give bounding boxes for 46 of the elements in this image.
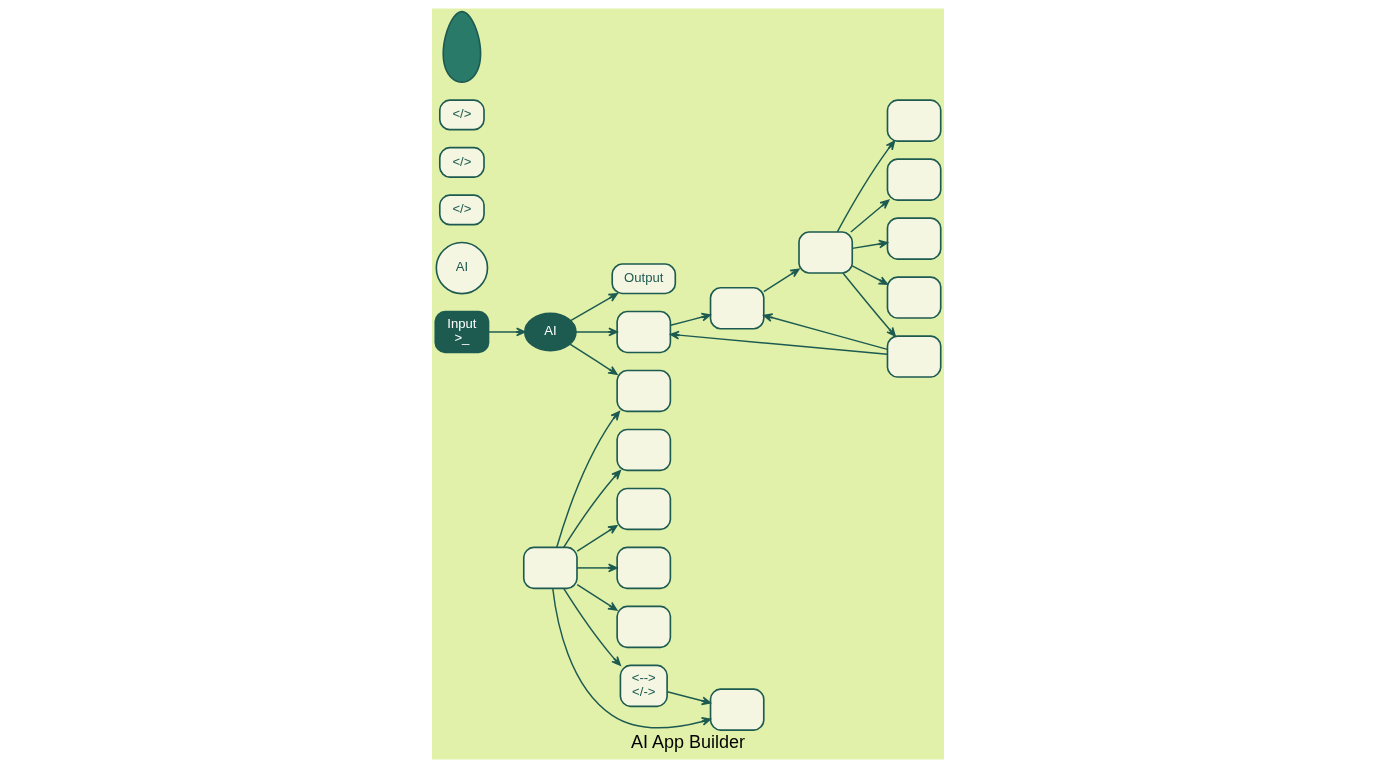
- arrow: [552, 587, 712, 729]
- arrow: [569, 292, 618, 322]
- arrow: [669, 330, 888, 355]
- node-box: [886, 99, 942, 142]
- node-box: [616, 310, 672, 354]
- node-box: [798, 231, 854, 274]
- node-person: [442, 10, 482, 83]
- arrow: [836, 140, 896, 233]
- arrow: [569, 343, 618, 375]
- arrow: [487, 327, 526, 337]
- node-box: [616, 369, 672, 413]
- arrow: [850, 199, 890, 233]
- node-box: [616, 428, 672, 472]
- node-box: [616, 546, 672, 590]
- node-box: [522, 546, 578, 590]
- node-box: <--> </->: [619, 664, 668, 708]
- node-circle: AI: [435, 241, 489, 295]
- arrow: [669, 312, 711, 326]
- caption: AI App Builder: [630, 731, 746, 752]
- node-box: [886, 158, 942, 201]
- node-box: </>: [438, 146, 485, 178]
- arrow: [576, 524, 618, 552]
- node-box: [886, 276, 942, 319]
- arrow: [575, 327, 618, 337]
- node-box: Input >_: [434, 310, 490, 354]
- node-box: Output: [611, 263, 677, 295]
- arrow: [763, 313, 889, 351]
- node-box: </>: [438, 194, 485, 226]
- arrow: [851, 239, 889, 250]
- arrow: [842, 272, 896, 337]
- node-box: </>: [438, 99, 485, 131]
- arrow: [576, 583, 618, 611]
- node-box: [709, 286, 765, 330]
- arrow: [666, 691, 712, 706]
- node-box: [616, 605, 672, 649]
- node-box: [616, 487, 672, 531]
- node-box: [886, 335, 942, 378]
- node-ellipse: AI: [523, 312, 577, 352]
- node-box: [886, 217, 942, 260]
- node-box: [709, 688, 765, 731]
- arrow: [851, 265, 889, 285]
- arrow: [562, 587, 621, 666]
- arrow: [763, 268, 800, 293]
- arrow: [562, 469, 621, 549]
- arrow: [556, 410, 621, 548]
- arrow: [576, 563, 618, 573]
